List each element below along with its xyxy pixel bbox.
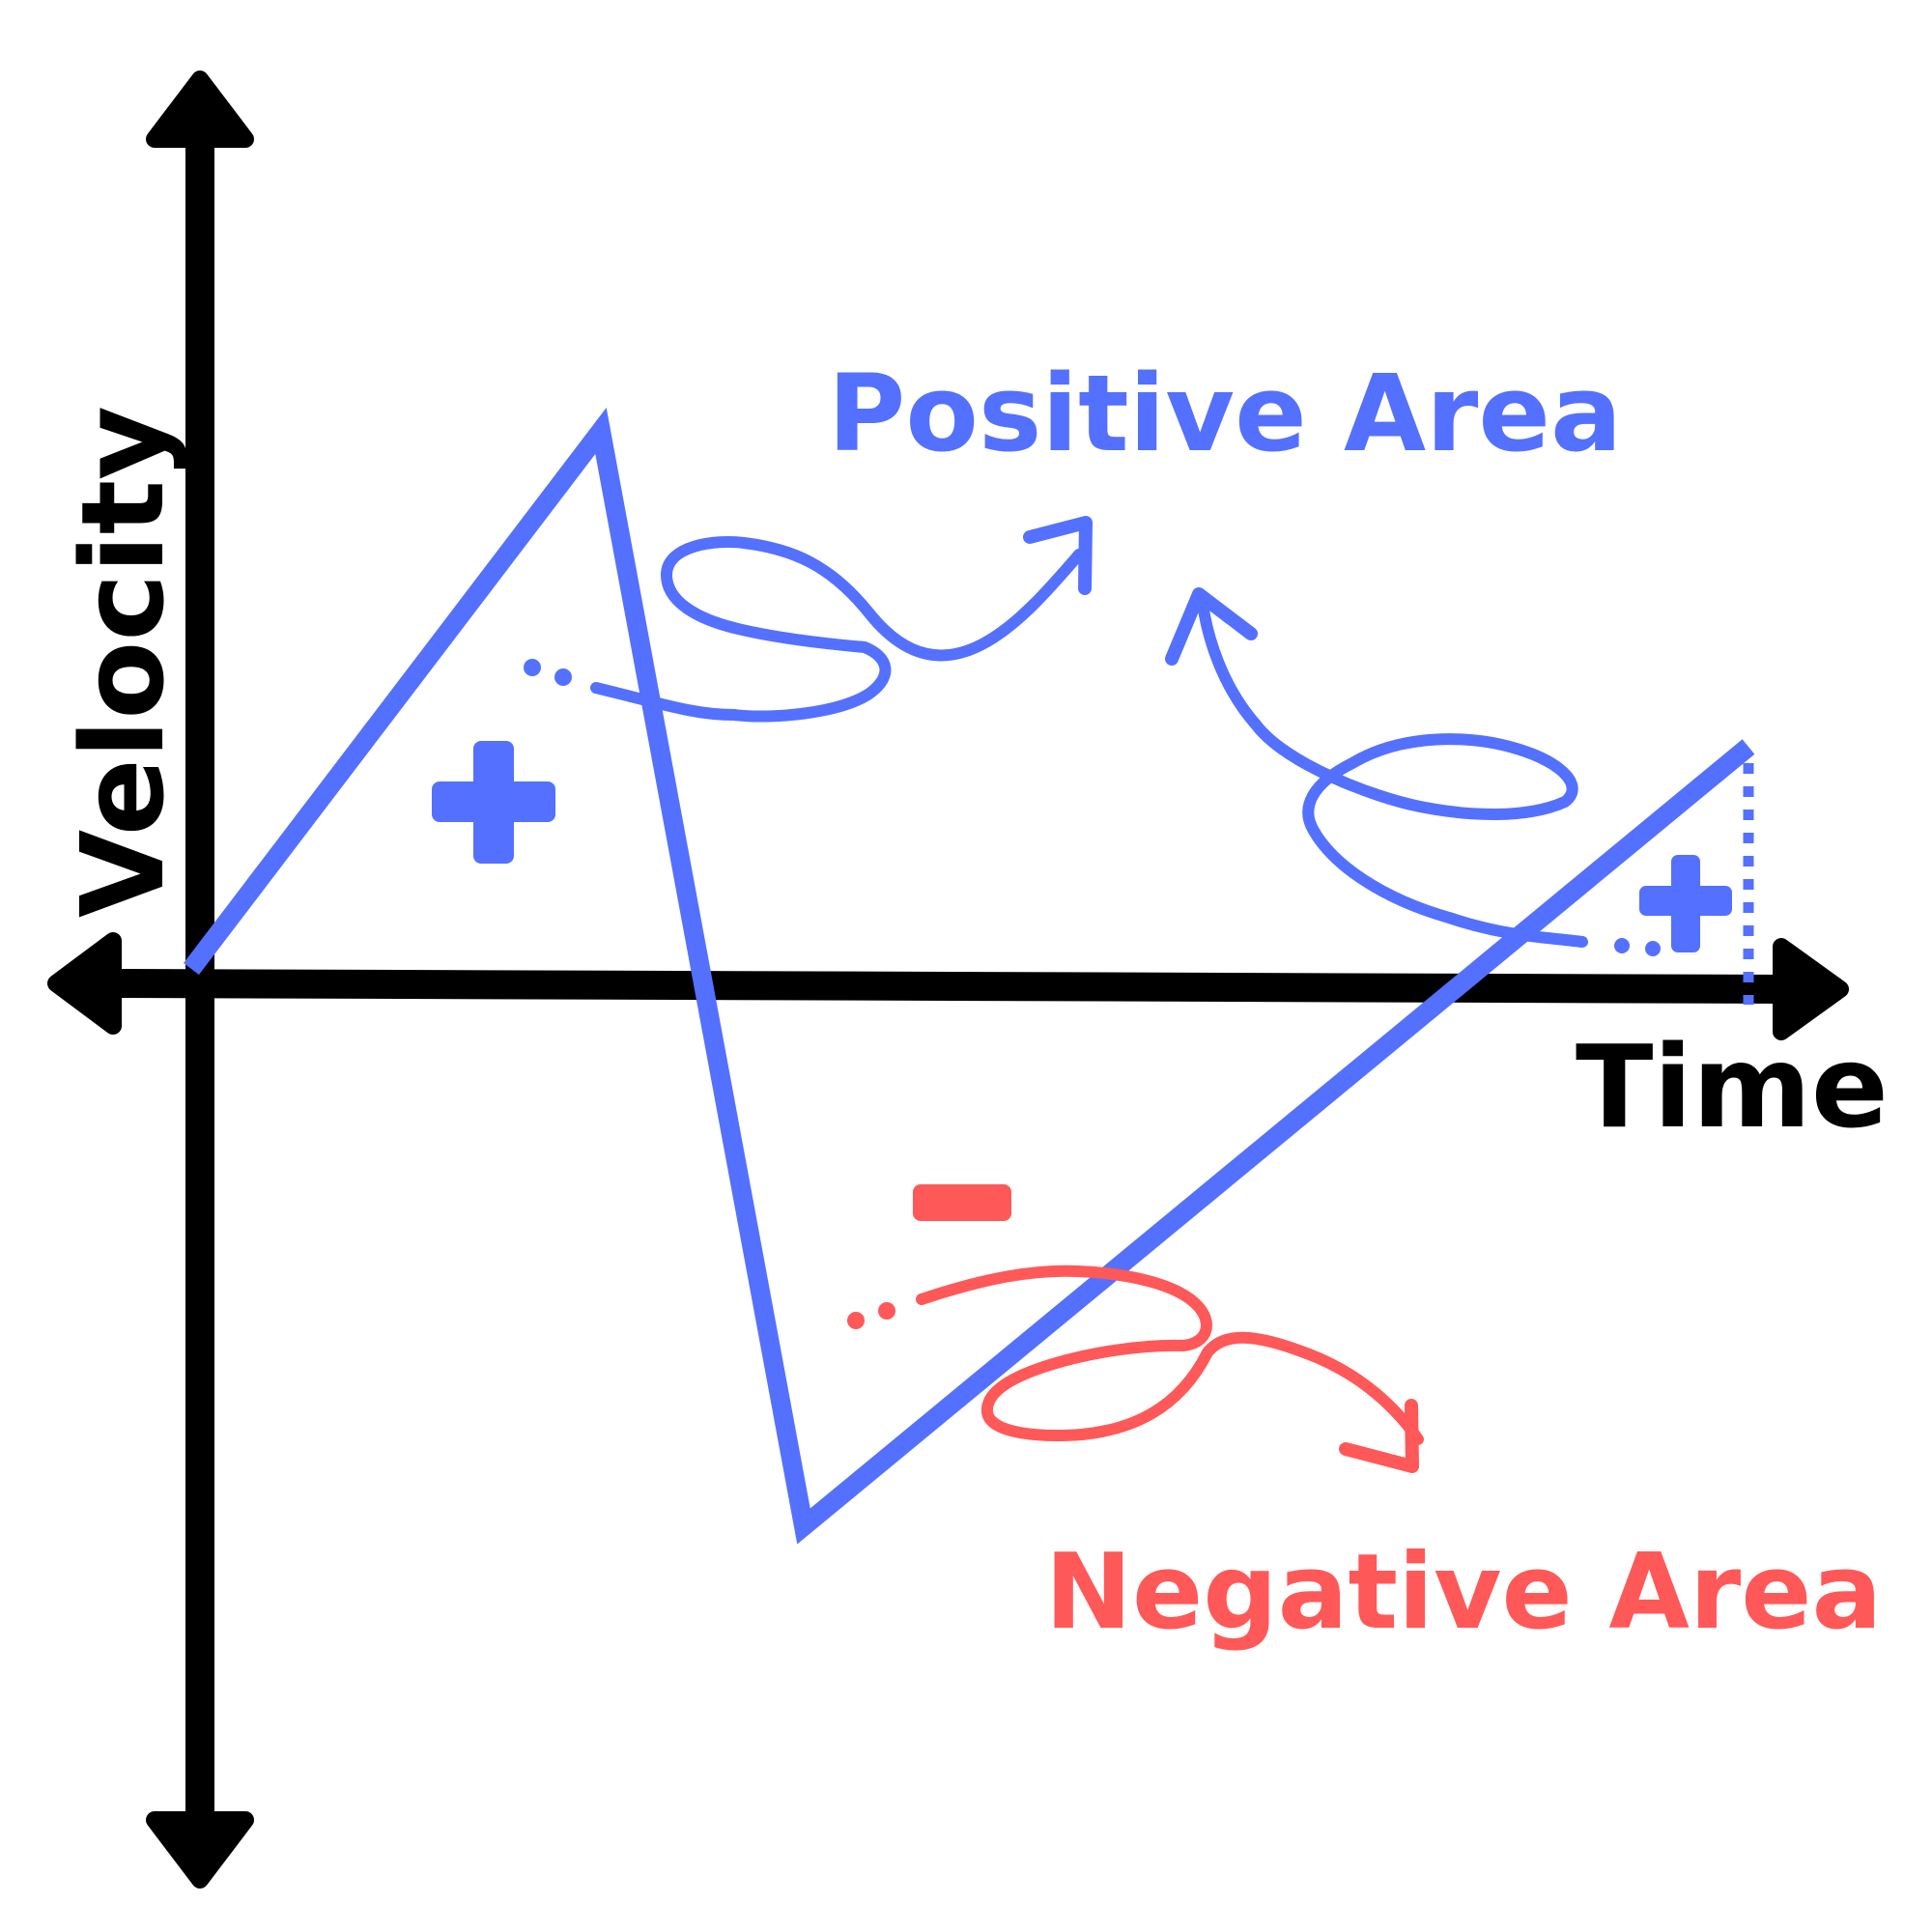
velocity-axis-up-arrow [146, 71, 254, 148]
right-dot-1 [1614, 938, 1630, 953]
small-plus-horizontal [1639, 886, 1732, 916]
velocity-axis-down-arrow [146, 1811, 254, 1889]
positive-loop-arrow [590, 535, 1085, 723]
negative-loop-arrow [916, 1264, 1424, 1445]
time-axis-left-arrow [47, 932, 122, 1035]
axes [47, 71, 1849, 1889]
negative-dot-2 [878, 1302, 895, 1320]
negative-dot-1 [847, 1312, 865, 1329]
negative-area-label: Negative Area [1045, 1532, 1883, 1653]
minus-sign [913, 1184, 1011, 1221]
velocity-curve [184, 407, 1755, 1545]
x-axis-label: Time [1576, 1020, 1889, 1153]
positive-area-annotation: Positive Area [432, 352, 1622, 864]
right-loop-arrow [1197, 598, 1588, 948]
plus-sign-horizontal [432, 781, 555, 822]
time-axis [115, 969, 1783, 1004]
positive-dot-2 [554, 668, 572, 686]
negative-area-annotation: Negative Area [847, 1184, 1882, 1653]
right-dot-2 [1645, 941, 1661, 956]
time-axis-right-arrow [1773, 938, 1849, 1040]
positive-dot-1 [524, 659, 541, 676]
y-axis-label: Velocity [56, 406, 189, 918]
positive-arrowhead [1023, 516, 1093, 595]
positive-area-label: Positive Area [828, 352, 1622, 475]
negative-arrowhead [1339, 1399, 1419, 1473]
right-arrowhead [1165, 587, 1258, 666]
right-positive-annotation [1165, 587, 1732, 956]
